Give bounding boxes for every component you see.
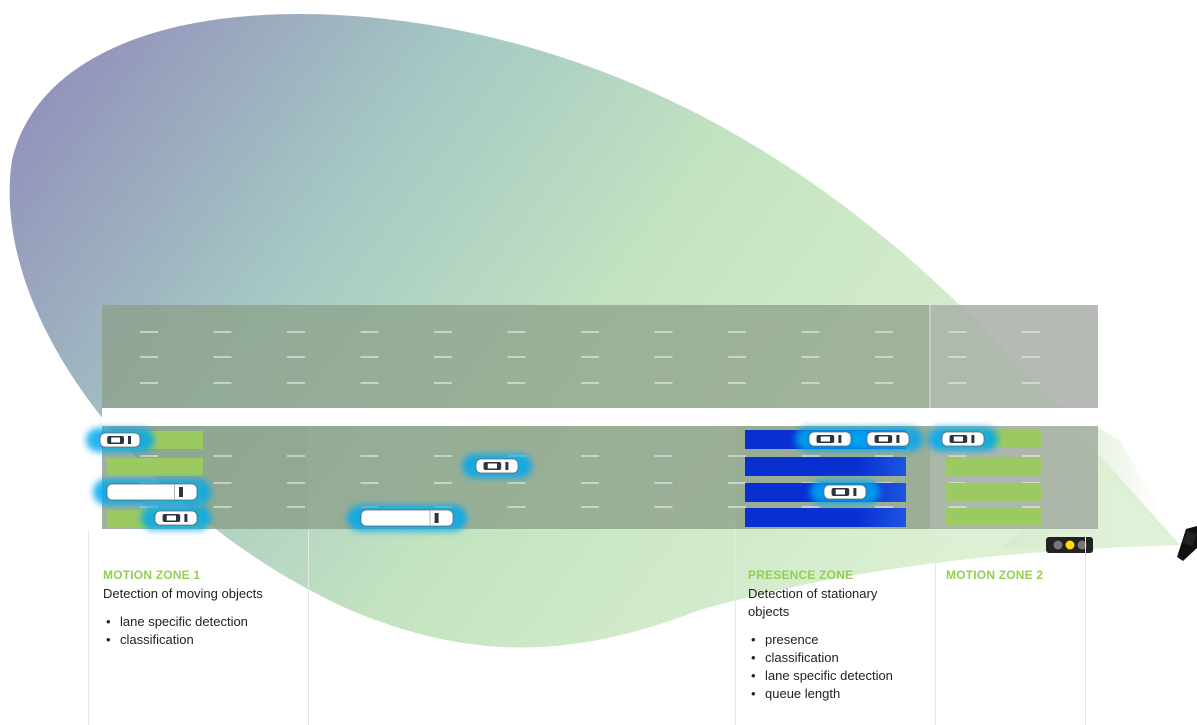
upper-lane-markings: [140, 331, 1040, 384]
van-icon: [93, 479, 211, 505]
car-icon: [853, 427, 923, 451]
presence-zone-panel: PRESENCE ZONE Detection of stationary ob…: [748, 566, 933, 703]
van-icon: [347, 505, 467, 531]
list-item: presence: [748, 631, 933, 649]
zone-divider: [88, 530, 89, 725]
motion-zone-2-title: MOTION ZONE 2: [946, 568, 1044, 582]
zone-divider: [735, 530, 736, 725]
motion-zone-2-panel: MOTION ZONE 2: [946, 566, 1086, 584]
car-icon: [462, 454, 532, 478]
list-item: lane specific detection: [103, 613, 313, 631]
presence-zone-description-line2: objects: [748, 604, 790, 619]
upper-road: [102, 305, 1098, 408]
traffic-light-icon: [1046, 537, 1093, 553]
list-item: lane specific detection: [748, 667, 933, 685]
zone-divider: [935, 530, 936, 725]
presence-zone-title: PRESENCE ZONE: [748, 568, 854, 582]
zone-divider: [1085, 530, 1086, 725]
motion-zone-1-panel: MOTION ZONE 1 Detection of moving object…: [103, 566, 313, 649]
car-icon: [795, 427, 865, 451]
list-item: queue length: [748, 685, 933, 703]
motion-zone-1-title: MOTION ZONE 1: [103, 568, 201, 582]
car-icon: [141, 506, 211, 530]
presence-zone-description-line1: Detection of stationary: [748, 586, 878, 601]
car-icon: [928, 427, 998, 451]
motion-zone-1-description: Detection of moving objects: [103, 586, 263, 601]
car-icon: [86, 428, 154, 452]
car-icon: [810, 480, 880, 504]
motion-zone-1-features: lane specific detection classification: [103, 613, 313, 649]
list-item: classification: [103, 631, 313, 649]
road-median: [102, 408, 1098, 426]
vehicles: [86, 427, 998, 531]
presence-zone-features: presence classification lane specific de…: [748, 631, 933, 703]
sensor-icon: [1177, 526, 1197, 561]
list-item: classification: [748, 649, 933, 667]
